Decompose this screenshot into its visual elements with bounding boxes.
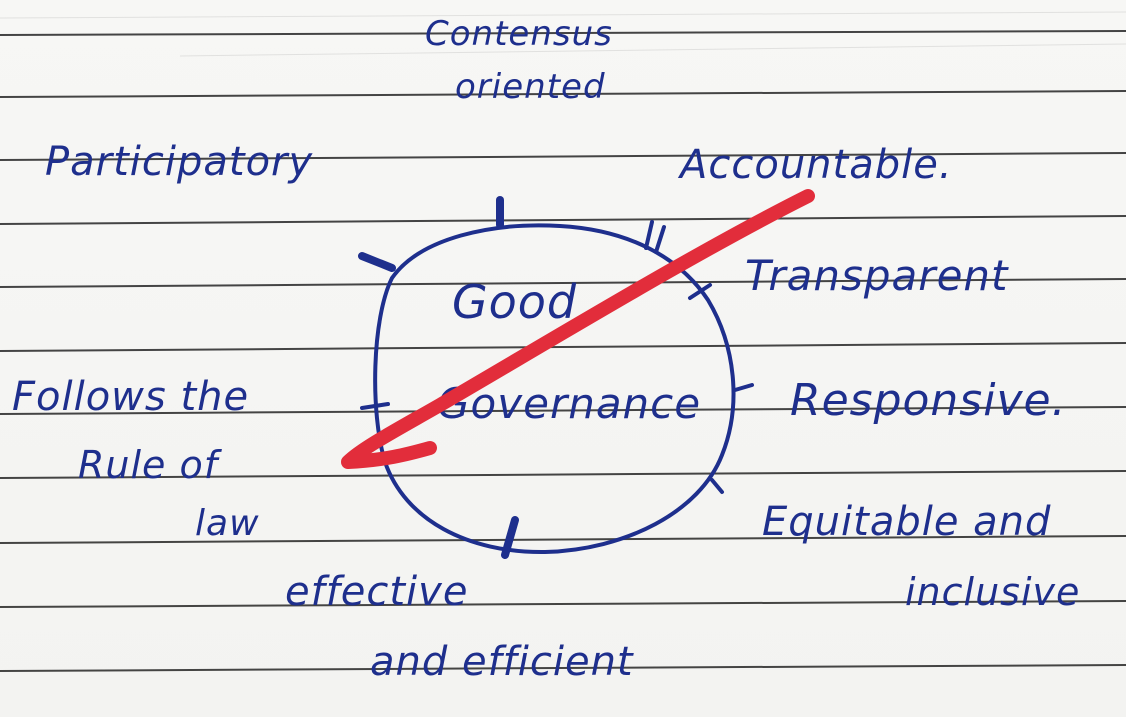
ruled-line (0, 406, 1126, 415)
label-rule-of-law-line3: law (195, 503, 260, 544)
spoke-lower-right (710, 478, 724, 494)
spoke-right-transparent (688, 283, 712, 300)
label-consensus-oriented-line2: oriented (455, 67, 606, 107)
label-rule-of-law-line1: Follows the (12, 374, 249, 420)
label-participatory: Participatory (45, 139, 313, 185)
spoke-left (360, 402, 390, 410)
center-label-good: Good (452, 275, 577, 329)
red-check-mark (341, 189, 815, 469)
ruled-line (0, 664, 1126, 672)
ruled-line (0, 278, 1126, 288)
spoke-upper-left (358, 252, 396, 272)
ruled-line (0, 342, 1126, 352)
label-consensus-oriented-line1: Contensus (425, 14, 613, 54)
label-accountable: Accountable. (677, 142, 953, 188)
spoke-bottom (501, 516, 519, 559)
ruled-line (0, 90, 1126, 98)
ruled-line (0, 535, 1126, 544)
ghost-lines (0, 11, 1126, 57)
ruled-lines (0, 30, 1126, 672)
ruled-line (0, 600, 1126, 608)
circle-spokes (358, 196, 754, 559)
ruled-line (0, 152, 1126, 161)
ruled-line (0, 215, 1126, 225)
label-transparent: Transparent (745, 251, 1009, 300)
label-rule-of-law-line2: Rule of (78, 443, 223, 487)
label-effective-line1: effective (285, 569, 468, 615)
ruled-line (0, 470, 1126, 479)
label-effective-line2: and efficient (370, 639, 634, 685)
label-responsive: Responsive. (790, 375, 1067, 426)
ruled-line (0, 30, 1126, 36)
spoke-right-responsive (733, 383, 754, 392)
label-equitable-line2: inclusive (905, 570, 1080, 614)
label-equitable-line1: Equitable and (762, 499, 1051, 545)
spoke-top-right (644, 220, 666, 254)
